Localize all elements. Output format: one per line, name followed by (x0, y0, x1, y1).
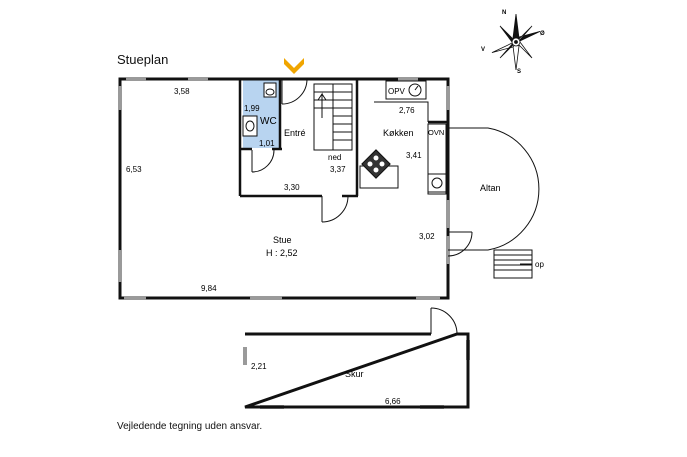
dim-221: 2,21 (251, 362, 267, 371)
hall-door (321, 195, 349, 223)
dim-101: 1,01 (259, 139, 275, 148)
dim-337: 3,37 (330, 165, 346, 174)
compass-icon (491, 13, 541, 71)
dim-341: 3,41 (406, 151, 422, 160)
dim-666: 6,66 (385, 397, 401, 406)
plan-title: Stueplan (117, 52, 169, 67)
kitchen-fixtures (374, 80, 447, 195)
label-opv: OPV (388, 87, 406, 96)
entrance-door (281, 78, 308, 105)
dim-276: 2,76 (399, 106, 415, 115)
entrance-arrow-icon (284, 58, 304, 74)
shed-door (430, 307, 458, 335)
dim-330: 3,30 (284, 183, 300, 192)
hob-icon (361, 149, 391, 179)
room-kokken: Køkken (383, 128, 414, 138)
dim-302: 3,02 (419, 232, 435, 241)
wc-fixtures (242, 82, 277, 137)
compass-s: S (517, 69, 521, 75)
room-altan: Altan (480, 183, 501, 193)
dim-653: 6,53 (126, 165, 142, 174)
interior-walls (238, 79, 448, 198)
dim-358: 3,58 (174, 87, 190, 96)
balcony-stairs (493, 249, 533, 279)
outer-walls (118, 77, 450, 300)
balcony-outline (448, 127, 540, 251)
label-ovn: OVN (428, 128, 444, 137)
room-skur: Skur (345, 369, 364, 379)
room-wc: WC (260, 116, 277, 127)
wc-door (251, 149, 275, 173)
compass-n: N (502, 10, 506, 16)
label-ned: ned (328, 153, 341, 162)
label-op: op (535, 260, 544, 269)
room-entre: Entré (284, 128, 306, 138)
disclaimer-text: Vejledende tegning uden ansvar. (117, 421, 263, 432)
dim-199: 1,99 (244, 104, 260, 113)
stairs-down (313, 83, 353, 151)
compass-v: V (481, 47, 485, 53)
room-stue: Stue (273, 235, 292, 245)
shed-walls (244, 332, 470, 409)
dim-984: 9,84 (201, 284, 217, 293)
compass-o: Ø (540, 31, 545, 37)
room-stue-height: H : 2,52 (266, 248, 298, 258)
balcony-door (447, 231, 473, 257)
